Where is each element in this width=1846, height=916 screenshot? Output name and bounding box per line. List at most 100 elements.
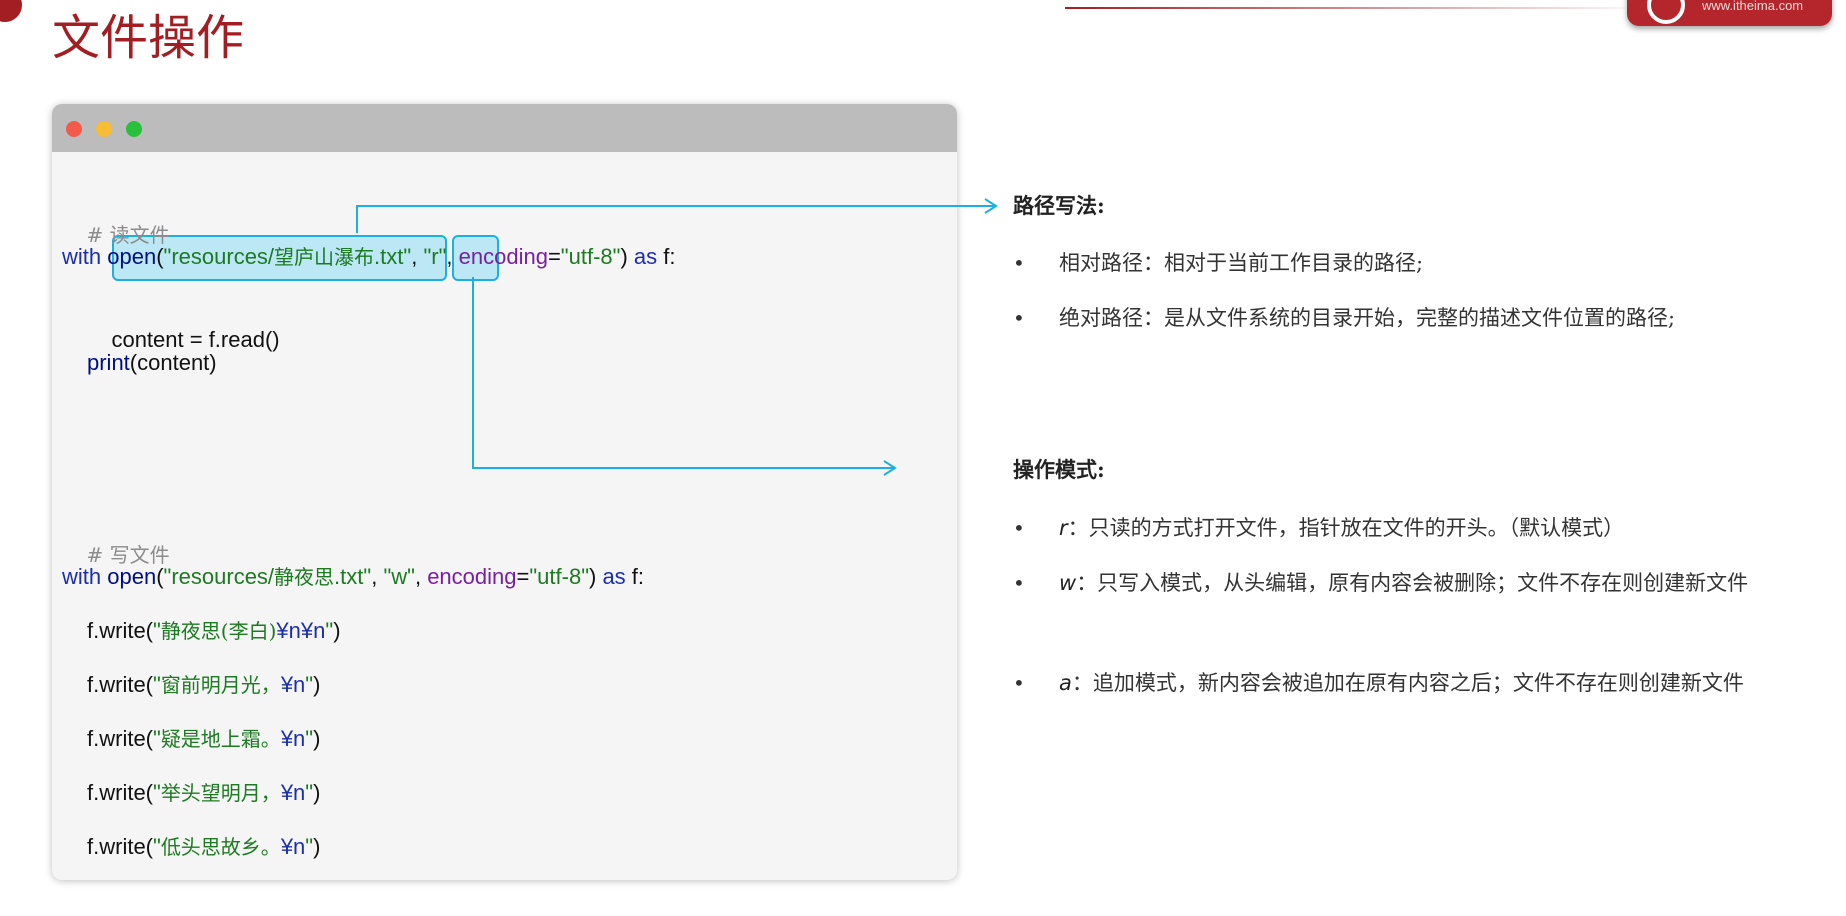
newline-escape: ¥n — [280, 834, 306, 859]
write-line: f.write("低头思故乡。¥n") — [87, 832, 320, 862]
path-arrowhead-icon — [984, 198, 998, 214]
bullet-text: 绝对路径：是从文件系统的目录开始，完整的描述文件位置的路径; — [1059, 306, 1676, 330]
bullet-text: 相对路径：相对于当前工作目录的路径; — [1059, 251, 1424, 275]
read-statement: content = f.read() — [111, 327, 280, 352]
paren: ) — [313, 672, 321, 697]
paren: ) — [313, 726, 321, 751]
paren: ) — [313, 834, 321, 859]
path-bullet-relative: • 相对路径：相对于当前工作目录的路径; — [1013, 241, 1833, 285]
write-line: f.write("静夜思(李白)¥n¥n") — [87, 616, 341, 646]
brand-logo-badge: www.itheima.com — [1627, 0, 1832, 26]
bullet-text: ：只写入模式，从头编辑，原有内容会被删除；文件不存在则创建新文件 — [1076, 571, 1749, 595]
quote: " — [153, 726, 161, 751]
logo-url-text: www.itheima.com — [1702, 0, 1804, 13]
poem-text: 静夜思(李白) — [160, 619, 277, 643]
write-line: f.write("举头望明月，¥n") — [87, 778, 320, 808]
comma: , — [414, 564, 428, 589]
write-call: f.write( — [87, 780, 153, 805]
bullet-dot-icon: • — [1013, 671, 1025, 695]
bullet-text: ：只读的方式打开文件，指针放在文件的开头。（默认模式） — [1067, 516, 1625, 540]
read-with-line: with open("resources/望庐山瀑布.txt", "r", en… — [62, 242, 675, 272]
write-line: f.write("疑是地上霜。¥n") — [87, 724, 320, 754]
mode-letter: w — [1059, 571, 1077, 595]
equals: = — [516, 564, 530, 589]
var-f: f: — [657, 244, 676, 269]
write-call: f.write( — [87, 618, 153, 643]
path-bullet-absolute: • 绝对路径：是从文件系统的目录开始，完整的描述文件位置的路径; — [1013, 296, 1733, 340]
read-content-line: content = f.read() — [87, 295, 280, 385]
print-line: print(content) — [87, 348, 217, 378]
quote: " — [153, 672, 161, 697]
write-line: f.write("窗前明月光，¥n") — [87, 670, 320, 700]
mode-bullet-w: • w：只写入模式，从头编辑，原有内容会被删除；文件不存在则创建新文件 — [1013, 561, 1833, 605]
write-call: f.write( — [87, 834, 153, 859]
mode-string: "w" — [383, 564, 415, 589]
paren: ) — [620, 244, 628, 269]
read-comment-line: # 读文件 — [62, 190, 170, 280]
mode-arrowhead-icon — [883, 460, 897, 476]
kw-as: as — [596, 564, 626, 589]
mode-bullet-a: • a：追加模式，新内容会被追加在原有内容之后；文件不存在则创建新文件 — [1013, 661, 1833, 705]
encoding-value: "utf-8" — [560, 244, 621, 269]
code-window: # 读文件 with open("resources/望庐山瀑布.txt", "… — [52, 104, 957, 880]
print-args: (content) — [129, 350, 217, 375]
path-string: "resources/ — [163, 244, 275, 269]
quote: " — [325, 618, 334, 643]
kw-as: as — [627, 244, 658, 269]
newline-escape: ¥n — [280, 780, 306, 805]
mode-letter: a — [1059, 671, 1072, 695]
paren: ) — [313, 780, 321, 805]
equals: = — [547, 244, 561, 269]
paren: ( — [156, 564, 164, 589]
fn-print: print — [87, 350, 130, 375]
quote: " — [153, 618, 161, 643]
quote: " — [153, 834, 161, 859]
newline-escape: ¥n¥n — [276, 618, 326, 643]
poem-text: 低头思故乡。 — [160, 835, 281, 859]
encoding-value: "utf-8" — [529, 564, 589, 589]
quote: " — [305, 834, 314, 859]
path-string: "resources/ — [163, 564, 275, 589]
quote: " — [153, 780, 161, 805]
paren: ) — [333, 618, 341, 643]
bullet-dot-icon: • — [1013, 571, 1025, 595]
comma: , — [371, 564, 384, 589]
write-call: f.write( — [87, 672, 153, 697]
write-call: f.write( — [87, 726, 153, 751]
comma: , — [446, 244, 459, 269]
logo-circle-icon — [1647, 0, 1685, 24]
quote: " — [305, 726, 314, 751]
poem-text: 窗前明月光， — [160, 673, 281, 697]
path-filename: 望庐山瀑布 — [274, 245, 375, 269]
poem-text: 疑是地上霜。 — [160, 727, 281, 751]
bullet-dot-icon: • — [1013, 306, 1025, 330]
path-callout-arrow — [356, 205, 996, 233]
paren: ( — [156, 244, 164, 269]
open-call-highlight — [112, 235, 447, 281]
header-divider-line — [1065, 7, 1625, 9]
write-comment: # 写文件 — [86, 543, 170, 567]
corner-logo-mark — [0, 0, 22, 22]
mode-r-highlight — [452, 235, 499, 281]
mode-section-heading: 操作模式: — [1013, 457, 1105, 482]
close-dot-icon — [66, 121, 82, 137]
write-comment-line: # 写文件 — [62, 510, 170, 600]
quote: " — [305, 672, 314, 697]
newline-escape: ¥n — [280, 672, 306, 697]
write-with-line: with open("resources/静夜思.txt", "w", enco… — [62, 562, 644, 592]
kw-with: with — [62, 564, 102, 589]
fn-open: open — [107, 244, 157, 269]
kw-with: with — [62, 244, 102, 269]
poem-text: 举头望明月， — [160, 781, 281, 805]
read-comment: # 读文件 — [86, 223, 170, 247]
path-extension: .txt" — [334, 564, 372, 589]
minimize-dot-icon — [96, 121, 112, 137]
bullet-text: ：追加模式，新内容会被追加在原有内容之后；文件不存在则创建新文件 — [1071, 671, 1744, 695]
path-section-heading: 路径写法: — [1013, 193, 1105, 218]
bullet-dot-icon: • — [1013, 516, 1025, 540]
maximize-dot-icon — [126, 121, 142, 137]
bullet-dot-icon: • — [1013, 251, 1025, 275]
mode-callout-arrow — [472, 277, 895, 469]
quote: " — [305, 780, 314, 805]
